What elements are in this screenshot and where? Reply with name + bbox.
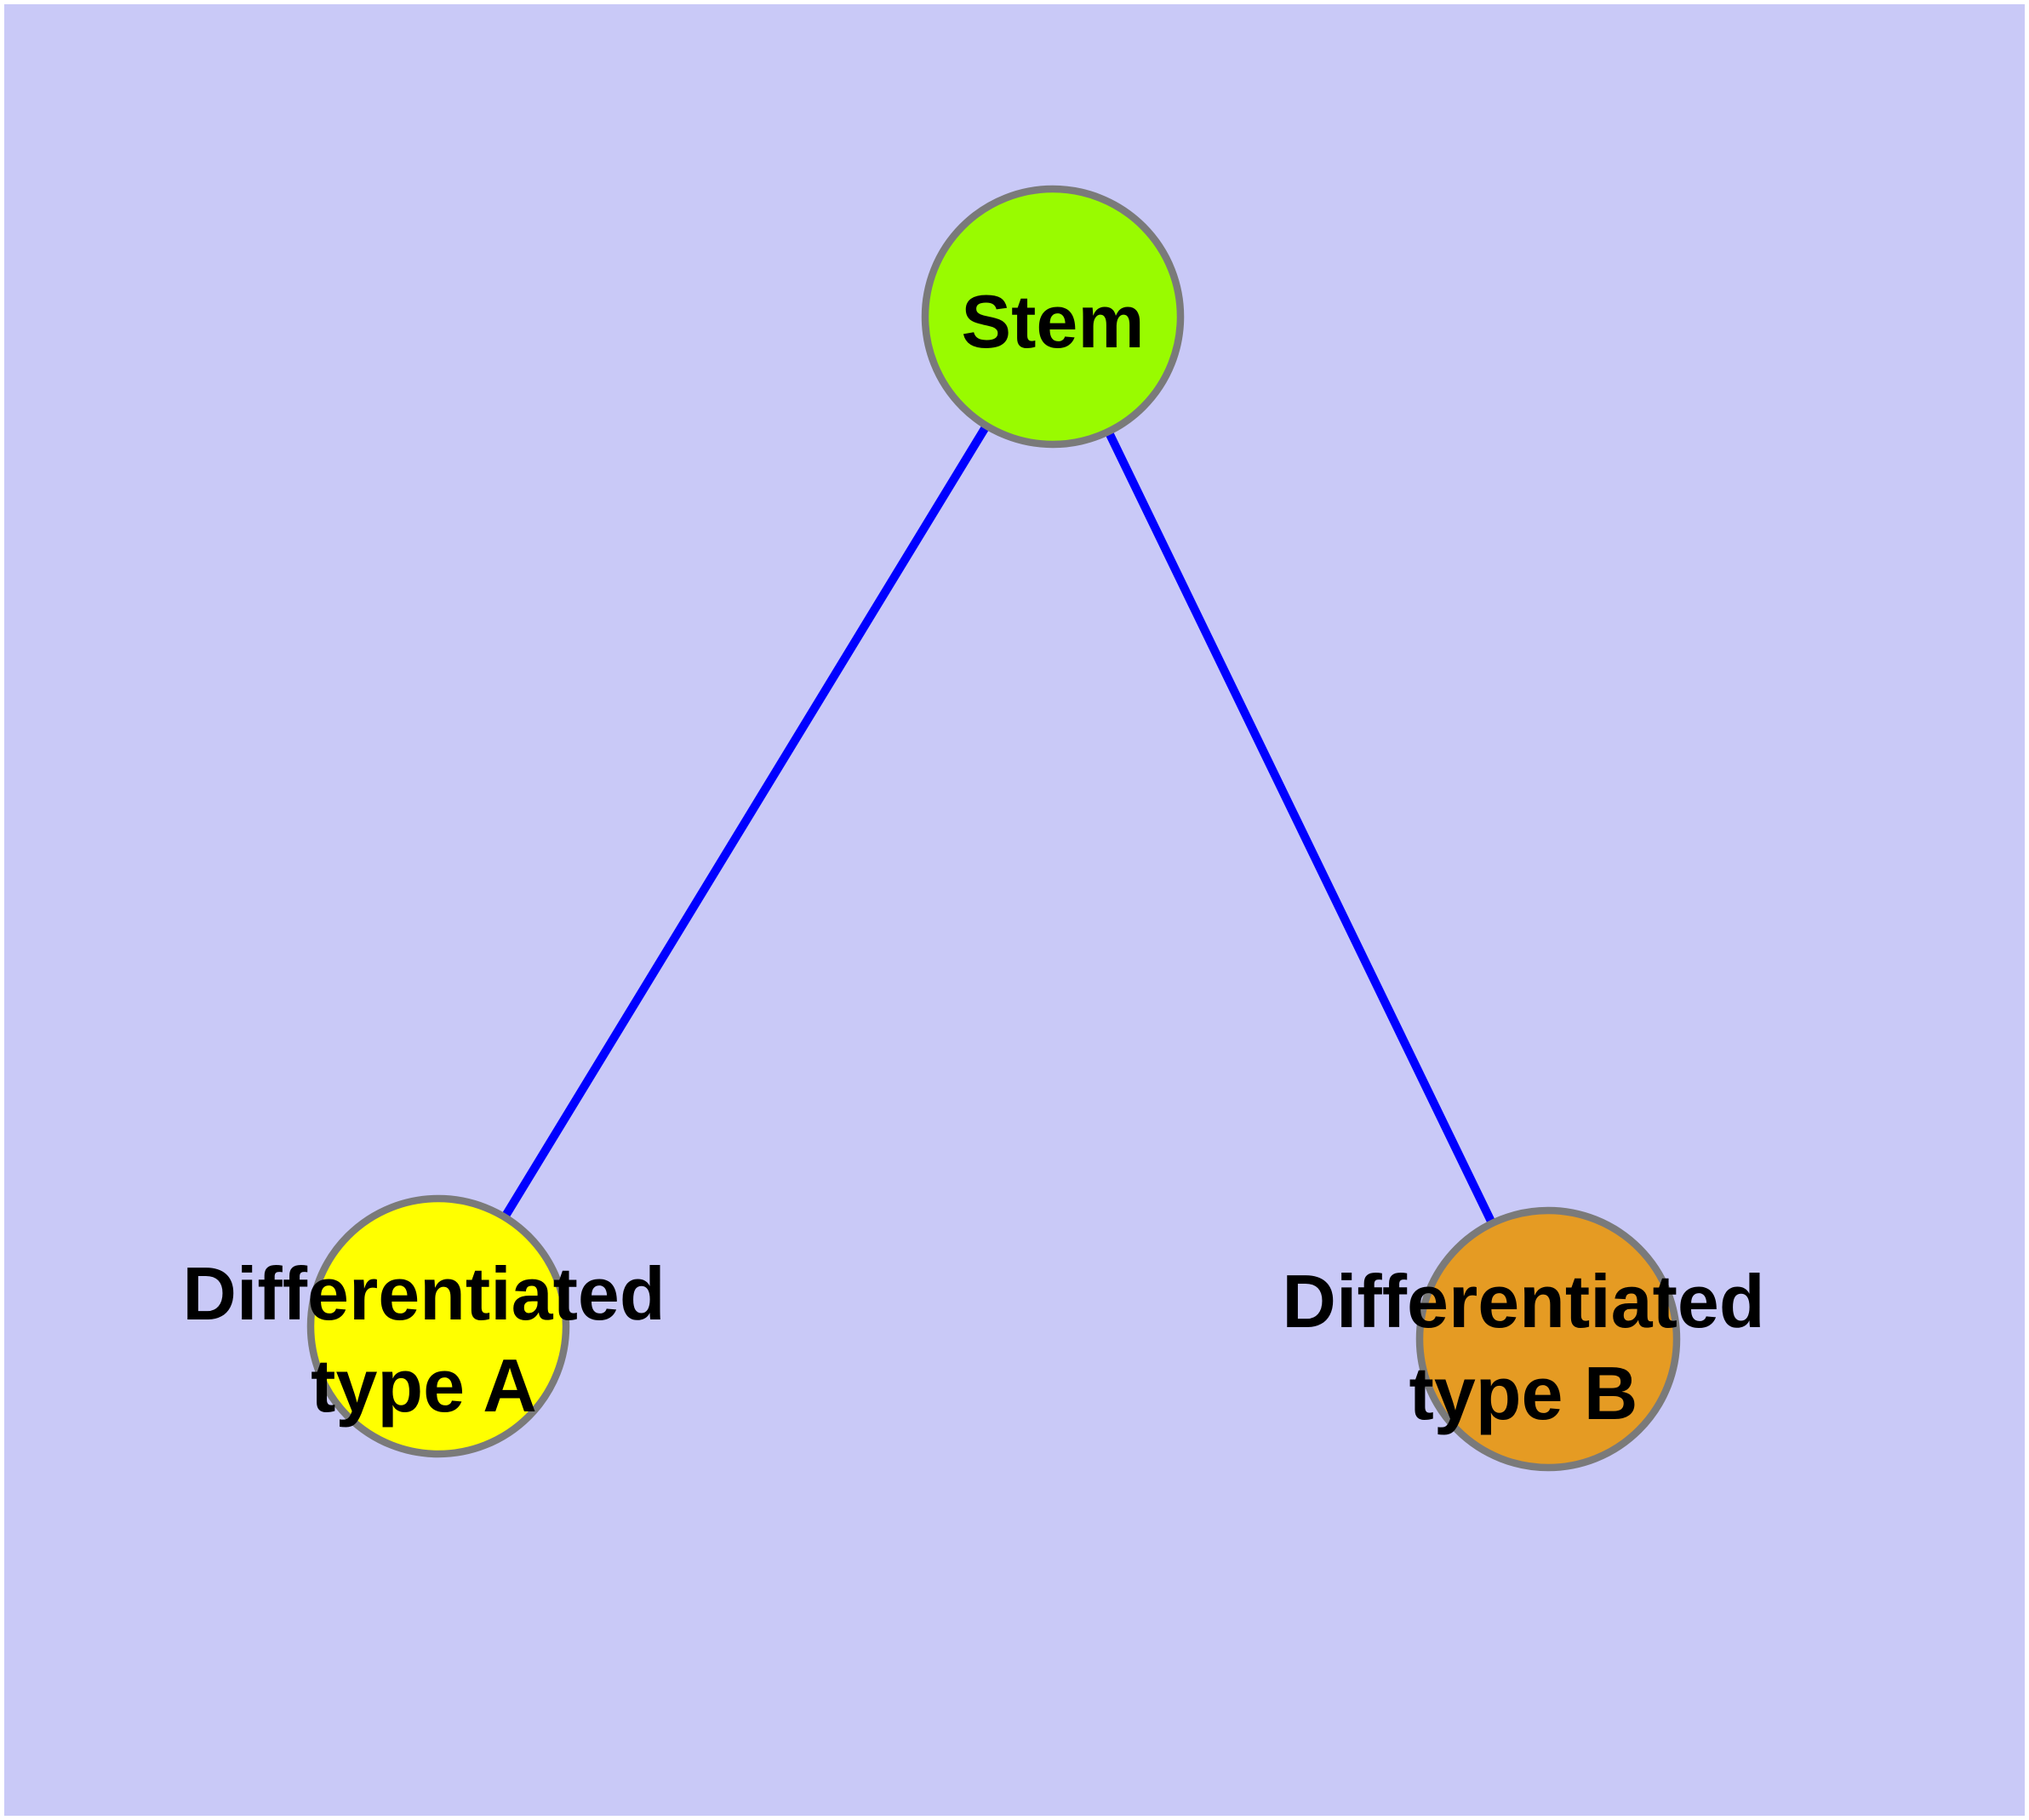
node-circle-differentiated-type-a (306, 1194, 570, 1458)
edge-stem-to-differentiated-type-a (434, 314, 1057, 1329)
edge-stem-to-differentiated-type-b (1049, 314, 1552, 1342)
node-circle-differentiated-type-b (1415, 1206, 1681, 1472)
node-label-stem: Stem (961, 279, 1144, 363)
node-circle-stem (921, 185, 1185, 449)
